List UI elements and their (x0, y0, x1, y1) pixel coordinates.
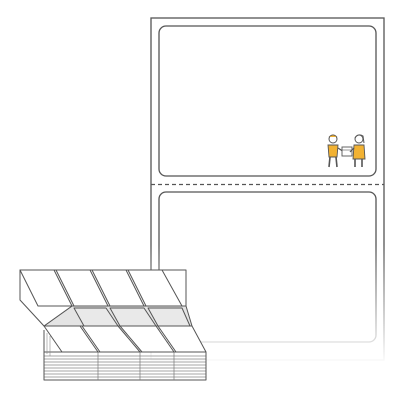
fanfold-stack (19, 269, 207, 381)
stack-edges (44, 355, 206, 378)
label-top (158, 25, 377, 177)
top-label-2 (55, 269, 109, 307)
top-label-1 (19, 269, 73, 307)
top-label-4 (127, 269, 183, 307)
top-label-3 (91, 269, 145, 307)
delivery-people-icon (327, 134, 366, 168)
